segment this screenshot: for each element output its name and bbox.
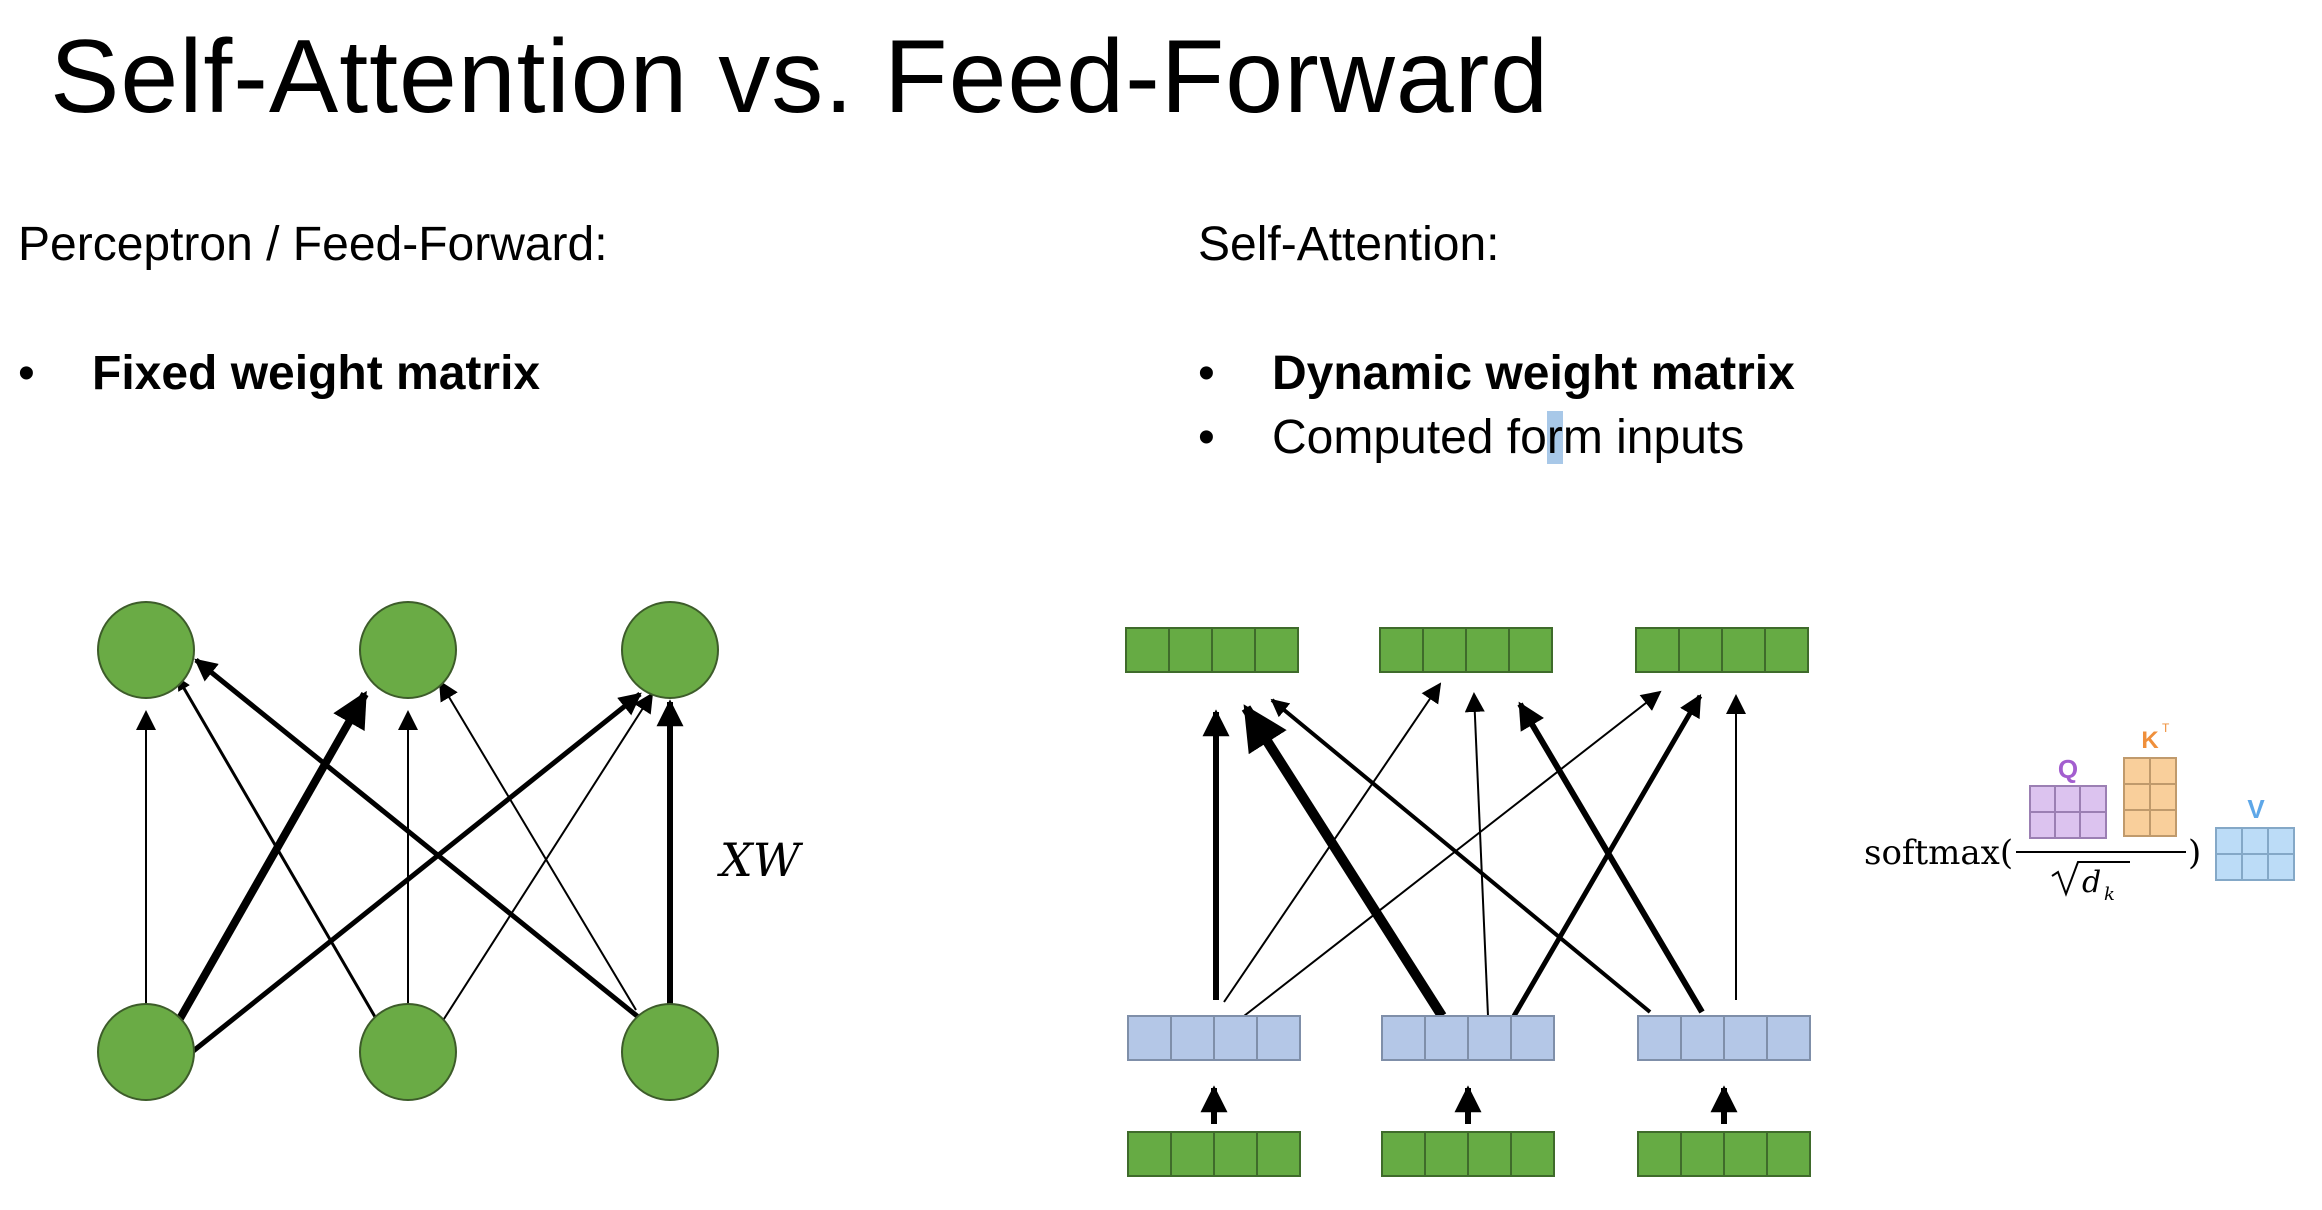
output-vector [1379,627,1553,673]
attention-input-vectors [1127,1131,1811,1177]
attention-output-vectors [1125,627,1809,673]
attn-edge [1241,704,1447,1019]
value-vector [1127,1015,1301,1061]
left-bullet-list: Fixed weight matrix [18,342,540,406]
dk-subscript: k [2104,884,2115,905]
input-vector [1381,1131,1555,1177]
ff-edge [441,692,654,1023]
attention-value-vectors [1127,1015,1811,1061]
dk-symbol: d [2082,865,2101,900]
value-vector [1637,1015,1811,1061]
feed-forward-output-nodes [97,601,719,699]
sqrt-dk: d k [2051,861,2130,905]
right-bullet-dynamic-weight: Dynamic weight matrix [1198,342,1795,406]
bullet-text: Fixed weight matrix [92,347,541,400]
feed-forward-input-nodes [97,1003,719,1101]
ff-edge [190,692,642,1054]
attention-formula: softmax( Q K T d k ) V [1864,721,2295,905]
attn-edge [1270,698,1652,1014]
input-vector [1637,1131,1811,1177]
ff-edge [174,690,369,1024]
ff-input-node [359,1003,457,1101]
value-vector [1381,1015,1555,1061]
k-label: K [2141,727,2159,754]
right-bullet-computed-inputs: Computed form inputs [1198,406,1795,470]
output-vector [1125,627,1299,673]
attention-edges [1200,682,1746,1124]
bullet-text-pre: Computed fo [1272,411,1547,464]
right-heading: Self-Attention: [1198,218,1500,271]
bullet-text: Dynamic weight matrix [1272,347,1795,400]
output-vector [1635,627,1809,673]
softmax-prefix: softmax( [1864,833,2013,873]
right-bullet-list: Dynamic weight matrix Computed form inpu… [1198,342,1795,470]
ff-output-node [97,601,195,699]
v-label: V [2247,794,2265,824]
attn-edge [1517,701,1705,1014]
attn-edge [1464,692,1489,1017]
ff-output-node [621,601,719,699]
feed-forward-edges [136,658,684,1054]
attn-edge [1243,690,1662,1017]
bullet-text-post: m inputs [1562,411,1745,464]
v-matrix [2215,827,2295,881]
k-transpose-superscript: T [2162,721,2170,735]
feed-forward-diagram: XW [97,601,804,1101]
ff-input-node [97,1003,195,1101]
left-bullet-fixed-weight: Fixed weight matrix [18,342,540,406]
self-attention-diagram [1125,627,1811,1177]
ff-edge [438,680,637,1011]
input-vector [1127,1131,1301,1177]
q-matrix [2029,785,2107,839]
ff-input-node [621,1003,719,1101]
q-label: Q [2058,754,2078,784]
ff-output-node [359,601,457,699]
slide-title: Self-Attention vs. Feed-Forward [50,19,1550,135]
left-heading: Perceptron / Feed-Forward: [18,218,608,271]
text-selection-highlight[interactable]: r [1546,411,1563,464]
ff-edge [194,658,644,1022]
softmax-suffix: ) [2188,833,2201,873]
ff-edge [176,676,380,1023]
xw-label: XW [717,833,804,887]
k-transpose-matrix [2123,757,2177,837]
